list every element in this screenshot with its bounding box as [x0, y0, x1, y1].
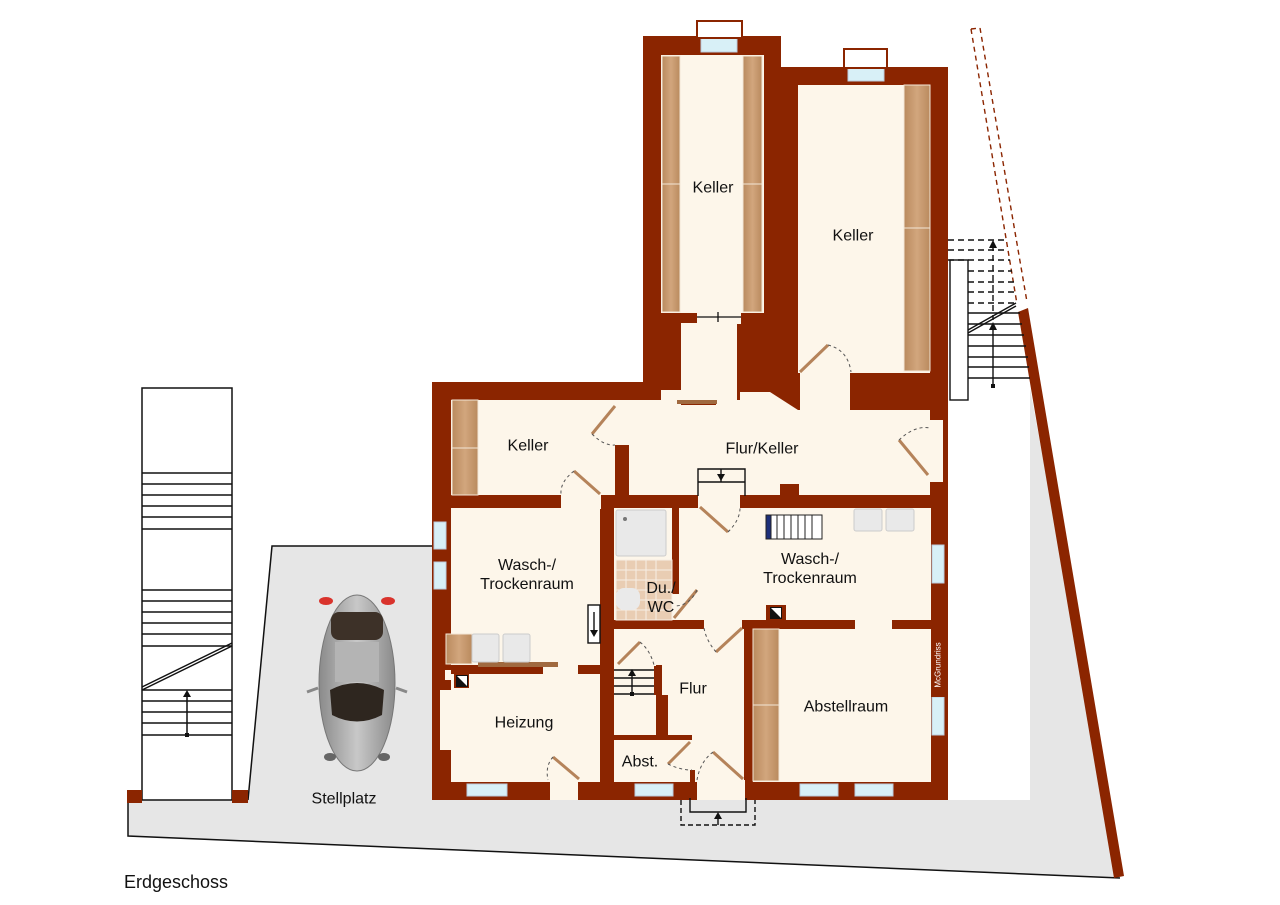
- gate-keller: [697, 312, 741, 322]
- exterior-stair-west: [141, 387, 233, 801]
- stair-down-wasch: [587, 604, 601, 644]
- interior-stair: [614, 669, 654, 696]
- stair-pillar-right: [232, 790, 248, 803]
- drying-rack-icon: [765, 514, 823, 540]
- room-label-wasch-east: Wasch-/ Trockenraum: [763, 551, 857, 587]
- door-openings: [543, 312, 943, 800]
- car-icon: [306, 594, 408, 772]
- storage-cabinets: [445, 55, 931, 782]
- shower-drain-icon: [623, 517, 627, 521]
- appliances: [471, 508, 915, 663]
- brand-watermark: McGrundriss: [933, 642, 943, 688]
- room-label-dusche-wc: Du./ WC: [646, 580, 676, 616]
- stair-pillar-left: [127, 790, 142, 803]
- toilet-icon: [616, 588, 640, 610]
- threshold: [677, 400, 717, 404]
- room-label-keller-north-right: Keller: [832, 227, 874, 245]
- room-label-keller-north-left: Keller: [692, 179, 734, 197]
- chimney-icon: [456, 607, 782, 687]
- floor-title: Erdgeschoss: [124, 872, 229, 892]
- room-label-flur: Flur: [679, 680, 707, 698]
- door-swings: [546, 344, 931, 781]
- room-label-abstellraum: Abstellraum: [803, 698, 889, 716]
- window-bays: [696, 20, 888, 69]
- room-label-flur-keller: Flur/Keller: [725, 440, 799, 458]
- room-label-abst: Abst.: [621, 753, 659, 771]
- exterior-stair-east: [948, 239, 1030, 401]
- doors: [552, 343, 930, 781]
- room-label-wasch-west: Wasch-/ Trockenraum: [480, 557, 574, 593]
- boundary-wall-east: [1018, 308, 1124, 878]
- windows: [433, 37, 945, 797]
- dashed-projection: [970, 27, 1028, 305]
- room-floors: [440, 55, 940, 782]
- counter-edge: [478, 662, 558, 667]
- area-label-stellplatz: Stellplatz: [311, 790, 377, 808]
- brand-strip: [931, 629, 945, 697]
- room-label-keller-west: Keller: [507, 437, 549, 455]
- room-label-heizung: Heizung: [494, 714, 554, 732]
- entrance-steps: [680, 798, 756, 826]
- stair-down-flur-keller: [697, 468, 746, 496]
